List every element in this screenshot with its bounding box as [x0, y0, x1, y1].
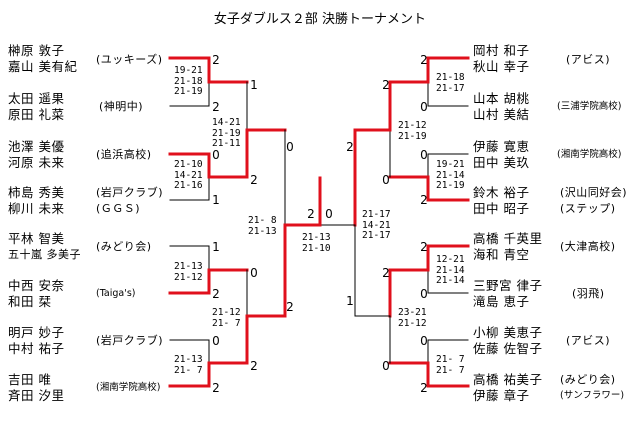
match-score: 0 [420, 334, 428, 348]
game-score: 21-18 21-17 [436, 72, 465, 94]
game-score: 19-21 21-14 21-19 [436, 159, 465, 191]
player-name: 平林 智美 [8, 231, 65, 246]
match-score: 2 [346, 140, 354, 154]
match-score: 2 [420, 193, 428, 207]
match-score: 0 [420, 100, 428, 114]
player-name: 嘉山 美有紀 [8, 59, 78, 74]
club-name: (羽飛) [572, 287, 605, 300]
match-score: 2 [212, 381, 220, 395]
game-score: 21- 7 21- 7 [436, 354, 465, 376]
club-name: (みどり会) [96, 240, 152, 253]
match-score: 0 [212, 334, 220, 348]
player-name: 伊藤 寛恵 [473, 139, 530, 154]
game-score: 21-13 21-10 [302, 232, 331, 254]
player-name: 山本 胡桃 [473, 91, 530, 106]
player-name: 高橋 千英里 [473, 231, 543, 246]
player-name: 岡村 和子 [473, 43, 530, 58]
player-name: 山村 美結 [473, 107, 530, 122]
club-name: (追浜高校) [96, 148, 152, 161]
player-name: 吉田 唯 [8, 372, 52, 387]
match-score: 0 [420, 148, 428, 162]
player-name: 柿島 秀美 [8, 185, 65, 200]
club-name: (湘南学院高校) [96, 382, 161, 393]
club-name: (サンフラワー) [560, 390, 625, 401]
game-score: 21-13 21-12 [174, 261, 203, 283]
match-score: 0 [382, 359, 390, 373]
match-score: 0 [382, 173, 390, 187]
player-name: 太田 遥果 [8, 91, 65, 106]
game-score: 21-12 21-19 [398, 120, 427, 142]
match-score: 2 [250, 359, 258, 373]
player-name: 中村 祐子 [8, 341, 65, 356]
game-score: 14-21 21-19 21-11 [212, 117, 241, 149]
page-title: 女子ダブルス２部 決勝トーナメント [213, 12, 427, 27]
player-name: 鈴木 裕子 [473, 185, 530, 200]
game-score: 21-13 21- 7 [174, 354, 203, 376]
player-name: 斉田 汐里 [8, 388, 65, 403]
club-name: (沢山同好会) [560, 186, 628, 199]
club-name: (大津高校) [560, 240, 616, 253]
match-score: 2 [250, 173, 258, 187]
game-score: 23-21 21-12 [398, 307, 427, 329]
club-name: (みどり会) [560, 373, 616, 386]
match-score: 1 [212, 193, 220, 207]
player-name: 高橋 祐美子 [473, 372, 543, 387]
match-score: 2 [420, 381, 428, 395]
club-name: (ステップ) [560, 202, 616, 215]
club-name: (ＧＧＳ) [96, 202, 141, 215]
player-name: 五十嵐 多美子 [8, 248, 81, 261]
player-name: 明戸 妙子 [8, 325, 65, 340]
club-name: (アビス) [566, 53, 611, 66]
club-name: (アビス) [566, 334, 611, 347]
match-score: 2 [212, 100, 220, 114]
game-score: 21- 8 21-13 [248, 215, 277, 237]
player-name: 秋山 幸子 [473, 59, 530, 74]
match-score: 2 [212, 53, 220, 67]
match-score: 2 [307, 207, 315, 221]
game-score: 21-10 14-21 21-16 [174, 159, 203, 191]
match-score: 0 [420, 287, 428, 301]
player-name: 柳川 未来 [8, 201, 65, 216]
match-score: 2 [286, 300, 294, 314]
match-score: 2 [212, 287, 220, 301]
club-name: (Taiga's) [96, 288, 136, 299]
game-score: 21-17 14-21 21-17 [362, 209, 391, 241]
player-name: 河原 未来 [8, 155, 65, 170]
match-score: 1 [346, 294, 354, 308]
game-score: 12-21 21-14 21-14 [436, 254, 465, 286]
player-name: 伊藤 章子 [473, 388, 530, 403]
player-name: 三野宮 律子 [473, 278, 543, 293]
player-name: 中西 安奈 [8, 278, 65, 293]
player-name: 佐藤 佐智子 [473, 341, 543, 356]
player-name: 原田 礼菜 [8, 107, 65, 122]
match-score: 0 [250, 266, 258, 280]
game-score: 21-12 21- 7 [212, 307, 241, 329]
player-name: 海和 青空 [473, 247, 530, 262]
player-name: 和田 栞 [8, 294, 52, 309]
club-name: (神明中) [99, 100, 144, 113]
player-name: 榊原 敦子 [8, 43, 65, 58]
club-name: (岩戸クラブ) [96, 186, 164, 199]
match-score: 2 [382, 266, 390, 280]
match-score: 0 [286, 140, 294, 154]
match-score: 1 [212, 240, 220, 254]
club-name: (ユッキーズ) [96, 53, 163, 66]
match-score: 0 [212, 148, 220, 162]
club-name: (岩戸クラブ) [96, 334, 164, 347]
player-name: 田中 美玖 [473, 155, 530, 170]
player-name: 池澤 美優 [8, 139, 65, 154]
club-name: (三浦学院高校) [557, 101, 622, 112]
player-name: 滝島 恵子 [473, 294, 530, 309]
player-name: 田中 昭子 [473, 201, 530, 216]
match-score: 2 [420, 53, 428, 67]
player-name: 小柳 美恵子 [473, 325, 543, 340]
match-score: 0 [325, 207, 333, 221]
game-score: 19-21 21-18 21-19 [174, 65, 203, 97]
match-score: 1 [250, 78, 258, 92]
match-score: 2 [420, 240, 428, 254]
club-name: (湘南学院高校) [557, 149, 622, 160]
match-score: 2 [382, 78, 390, 92]
